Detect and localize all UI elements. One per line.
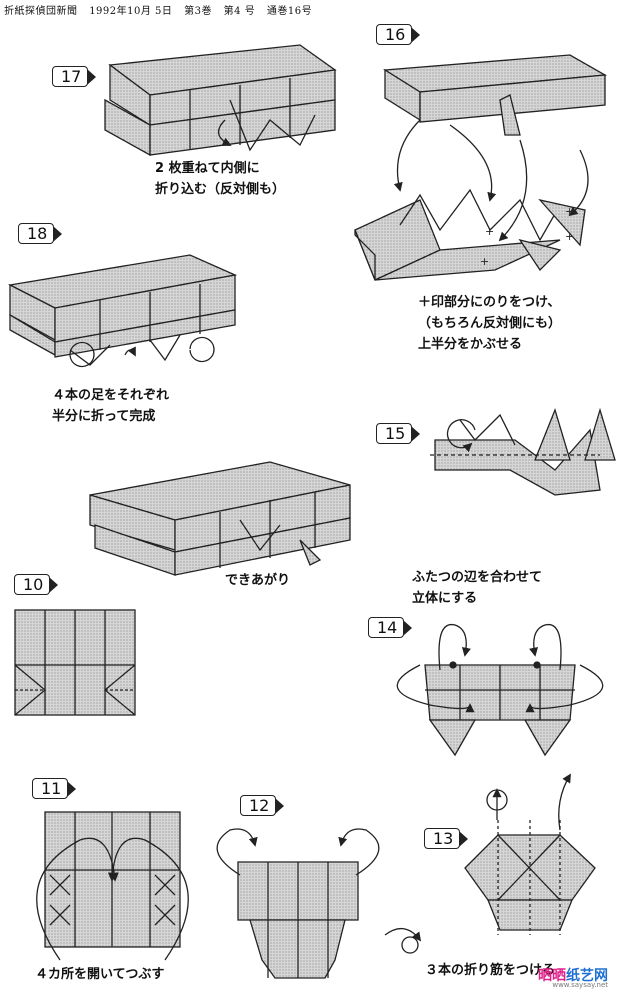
step-10-label: 10 — [14, 574, 59, 595]
step17-figure — [104, 44, 337, 157]
watermark-url: www.saysay.net — [552, 981, 608, 989]
step-13-label: 13 — [424, 828, 469, 849]
step16-figure: + + + + — [354, 54, 608, 281]
issue-date: 1992年10月 5日 — [89, 6, 173, 17]
caption-finished: できあがり — [225, 573, 291, 588]
caption-step16: ＋印部分にのりをつけ、 （もちろん反対側にも） 上半分をかぶせる — [418, 292, 561, 355]
caption-line: ＋印部分にのりをつけ、 — [418, 295, 561, 310]
caption-line: 半分に折って完成 — [52, 409, 156, 424]
caption-step14: ふたつの辺を合わせて 立体にする — [412, 567, 542, 609]
caption-line: 立体にする — [412, 591, 478, 606]
step-18-label: 18 — [18, 223, 63, 244]
step-15-label: 15 — [376, 423, 421, 444]
step-11-label: 11 — [32, 778, 77, 799]
serial-number: 通巻16号 — [266, 6, 313, 17]
step11-figure — [36, 811, 189, 961]
caption-line: ふたつの辺を合わせて — [412, 570, 543, 585]
caption-line: ４本の足をそれぞれ — [52, 388, 170, 403]
step-16-label: 16 — [376, 24, 421, 45]
watermark-b: 纸艺网 — [566, 968, 608, 984]
caption-line: 2 枚重ねて内側に — [155, 161, 260, 176]
step-17-label: 17 — [52, 66, 97, 87]
caption-line: 上半分をかぶせる — [418, 337, 523, 352]
caption-line: 折り込む（反対側も） — [155, 182, 286, 197]
caption-step13: ３本の折り筋をつける — [425, 963, 556, 978]
caption-step11: ４カ所を開いてつぶす — [35, 967, 165, 982]
svg-text:+: + — [485, 225, 494, 238]
caption-step18: ４本の足をそれぞれ 半分に折って完成 — [52, 385, 169, 427]
step15-figure — [430, 407, 616, 496]
step10-figure — [14, 609, 136, 716]
step13-figure — [464, 773, 596, 935]
svg-text:+: + — [480, 255, 489, 268]
watermark: 晒晒纸艺网 www.saysay.net — [538, 965, 608, 989]
step-12-label: 12 — [240, 795, 285, 816]
issue-number: 第4 号 — [223, 6, 256, 17]
step14-figure — [396, 623, 604, 757]
step12-figure — [216, 828, 422, 979]
finished-figure — [89, 461, 351, 576]
caption-line: （もちろん反対側にも） — [418, 316, 562, 331]
step-14-label: 14 — [368, 617, 413, 638]
step18-figure — [7, 254, 238, 368]
watermark-a: 晒晒 — [538, 968, 566, 984]
volume: 第3巻 — [184, 6, 212, 17]
caption-step17: 2 枚重ねて内側に 折り込む（反対側も） — [155, 158, 285, 200]
paper-title: 折紙探偵団新聞 — [4, 6, 78, 17]
newsletter-header: 折紙探偵団新聞 1992年10月 5日 第3巻 第4 号 通巻16号 — [4, 2, 320, 17]
svg-text:+: + — [565, 205, 574, 218]
svg-text:+: + — [565, 230, 574, 243]
